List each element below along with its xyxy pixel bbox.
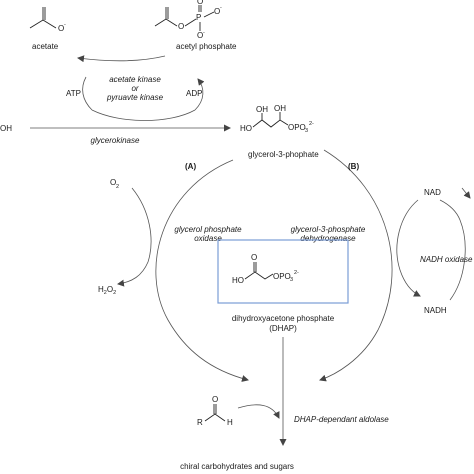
route-b-arrow (319, 149, 393, 382)
svg-text:R: R (197, 418, 203, 427)
glycerokinase-label: glycerokinase (91, 136, 140, 145)
svg-text:3: 3 (290, 277, 293, 283)
glycerol-fragment-label: OH (0, 124, 12, 133)
dhap-label: dihydroxyacetone phosphate (232, 314, 335, 323)
svg-text:2-: 2- (309, 121, 314, 127)
kinase-bottom-arc (91, 109, 196, 121)
gpo-label-line1: glycerol phosphate (174, 225, 242, 234)
svg-text:OPO: OPO (273, 272, 291, 281)
acetyl-phosphate-structure: O P O O - O - (154, 0, 222, 40)
route-a-arrow (155, 159, 249, 382)
atp-label: ATP (66, 89, 81, 98)
kinase-label-line2: or (131, 84, 138, 93)
svg-text:H: H (227, 418, 233, 427)
svg-text:3: 3 (305, 128, 308, 134)
svg-text:HO: HO (240, 124, 252, 133)
acetate-structure: O - (29, 7, 66, 33)
nadh-oxidase-label: NADH oxidase (420, 255, 473, 264)
aldehyde-into-aldolase-arrow (237, 404, 280, 419)
svg-text:O: O (178, 22, 184, 31)
dhap-abbreviation: (DHAP) (269, 324, 297, 333)
svg-text:O: O (197, 31, 203, 40)
acetate-charge: - (64, 22, 66, 28)
aldolase-label: DHAP-dependant aldolase (294, 415, 389, 424)
acetate-label: acetate (32, 42, 59, 51)
h2o2-label: H2O2 (98, 285, 116, 296)
dhap-box-real (217, 239, 349, 304)
dhap-structure: HO O OPO 3 2- (232, 253, 299, 285)
svg-text:HO: HO (232, 276, 244, 285)
nadh-oxidase-arc (439, 199, 466, 301)
nad-to-nadh-arrow (396, 199, 421, 297)
svg-text:2: 2 (116, 184, 119, 190)
svg-text:O: O (251, 253, 257, 262)
adp-label: ADP (186, 89, 202, 98)
g3pdh-label-line2: dehydrogenase (300, 234, 356, 243)
gpo-label-line2: oxidase (194, 234, 222, 243)
g3pdh-label-line1: glycerol-3-phosphate (291, 225, 366, 234)
svg-text:2-: 2- (294, 270, 299, 276)
glycerol-3-phosphate-label: glycerol-3-phophate (248, 150, 319, 159)
svg-text:OH: OH (274, 104, 286, 113)
svg-text:O: O (214, 7, 220, 16)
kinase-label-line1: acetate kinase (109, 75, 161, 84)
svg-text:OH: OH (256, 105, 268, 114)
route-a-label: (A) (185, 162, 196, 171)
atp-side-arc (82, 76, 93, 111)
svg-text:OPO: OPO (288, 123, 306, 132)
nad-label: NAD (424, 188, 441, 197)
o2-to-h2o2-arrow (117, 187, 152, 287)
nadh-oxidase-tail-arrow (461, 187, 471, 199)
kinase-label-line3: pyruavte kinase (106, 93, 164, 102)
acetate-oxygen-label: O (58, 24, 64, 33)
acetyl-phosphate-label: acetyl phosphate (176, 42, 237, 51)
adp-side-arc (194, 78, 205, 111)
acetyl-phosphate-to-acetate-arrow (77, 55, 166, 63)
svg-text:-: - (220, 5, 222, 11)
svg-text:-: - (203, 30, 205, 36)
svg-text:O: O (212, 395, 218, 404)
glycerol-3-phosphate-structure: HO OH OH OPO 3 2- (240, 104, 314, 134)
route-b-label: (B) (348, 162, 359, 171)
product-label: chiral carbohydrates and sugars (180, 462, 294, 471)
o2-label: O (110, 178, 116, 187)
nadh-label: NADH (424, 306, 447, 315)
svg-text:O: O (197, 0, 203, 6)
aldehyde-structure: R O H (197, 395, 233, 427)
svg-text:P: P (196, 13, 201, 22)
